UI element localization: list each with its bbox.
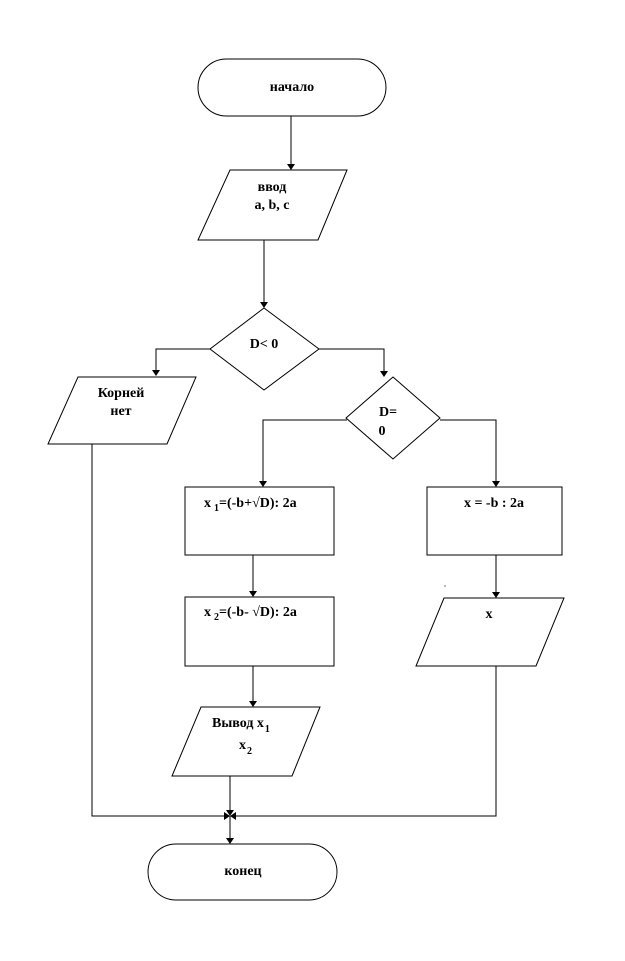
arrowhead-d-zero — [380, 371, 388, 377]
calc-x1-expr: =(-b+√D): 2a — [219, 496, 297, 511]
start-terminal: начало — [197, 58, 387, 117]
output-x1x2-line2: x2 — [239, 738, 252, 757]
start-label: начало — [270, 80, 314, 95]
calc-x1-var: x — [204, 496, 211, 511]
calc-x2-expr: =(-b- √D): 2a — [219, 605, 297, 620]
no-roots-block: Корней нет — [47, 376, 197, 445]
output-sub2: 2 — [247, 746, 252, 757]
decision-d-zero: D= 0 — [345, 376, 441, 460]
arrowhead-x2 — [249, 591, 257, 597]
connector-decision-d-zero — [319, 348, 385, 371]
input-label-line1: ввод — [258, 180, 287, 195]
end-label: конец — [224, 864, 261, 879]
decision-d-zero-line1: D= — [379, 405, 397, 420]
output-x1x2-block: Вывод x1 x2 — [171, 706, 321, 777]
connector-d-zero-x — [440, 419, 497, 481]
arrowhead-end — [226, 838, 234, 844]
input-label-line2: a, b, c — [255, 198, 290, 213]
end-terminal: конец — [147, 843, 338, 901]
arrowhead-merge-right — [230, 812, 236, 820]
connectors — [91, 116, 500, 844]
arrowhead-x — [492, 481, 500, 487]
arrowhead-merge-top — [226, 810, 234, 816]
decision-d-negative-label: D< 0 — [250, 337, 279, 352]
arrowhead-decision-neg — [260, 302, 268, 308]
input-block: ввод a, b, c — [197, 169, 348, 241]
no-roots-line2: нет — [110, 404, 131, 419]
connector-no-roots-merge — [91, 444, 224, 817]
output-x-label: x — [486, 607, 493, 622]
connector-output-x-merge — [236, 666, 497, 817]
arrowhead-output-x — [492, 592, 500, 598]
arrowhead-x1 — [259, 481, 267, 487]
arrowhead-input — [287, 164, 295, 170]
calc-x1-sub: 1 — [214, 503, 219, 514]
stray-dot — [444, 585, 446, 587]
arrowhead-merge-left — [224, 812, 230, 820]
arrowhead-output-x1x2 — [249, 701, 257, 707]
calc-x2-var: x — [204, 605, 211, 620]
calc-x-label: x = -b : 2a — [464, 496, 524, 511]
output-prefix: Вывод x — [212, 716, 264, 731]
output-x-block: x — [415, 597, 565, 667]
output-sub1: 1 — [265, 724, 270, 735]
no-roots-line1: Корней — [98, 386, 145, 401]
output-x1x2-line1: Вывод x1 — [212, 716, 270, 735]
connector-d-zero-x1 — [262, 419, 347, 481]
decision-d-zero-line2: 0 — [379, 424, 386, 439]
arrowhead-no-roots — [152, 370, 160, 376]
decision-d-negative: D< 0 — [209, 307, 320, 391]
calc-x2-sub: 2 — [214, 612, 219, 623]
connector-decision-no-roots — [155, 348, 210, 370]
calc-x-block: x = -b : 2a — [426, 486, 563, 556]
output-var2: x — [239, 738, 246, 753]
